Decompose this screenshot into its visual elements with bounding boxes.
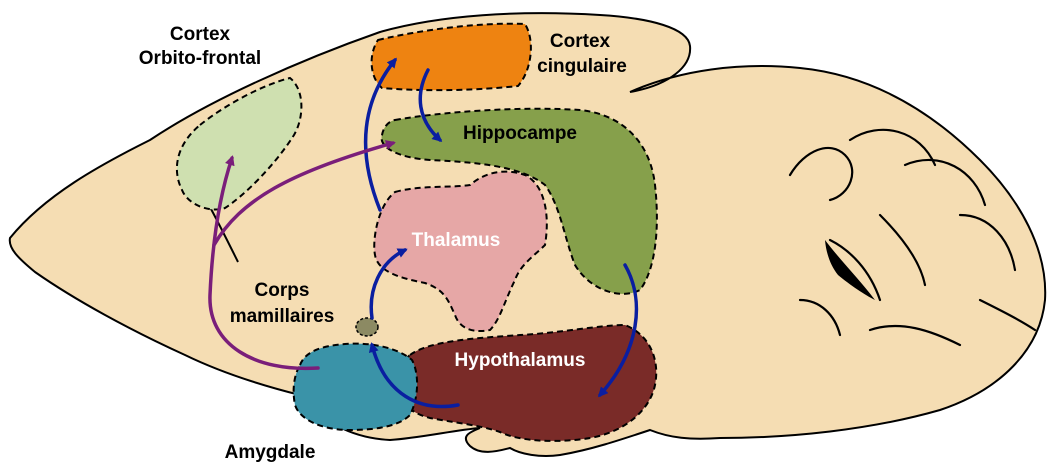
label-cortex-cingulaire-line1: Cortex xyxy=(550,31,611,52)
label-amygdale: Amygdale xyxy=(225,442,316,463)
label-corps-mamillaires-line1: Corps xyxy=(255,280,310,301)
label-thalamus: Thalamus xyxy=(412,230,501,251)
label-cortex-orbito-frontal-line1: Cortex xyxy=(170,24,231,45)
label-cortex-cingulaire-line2: cingulaire xyxy=(537,56,627,77)
label-hippocampe: Hippocampe xyxy=(463,123,577,144)
amygdala-region xyxy=(294,344,417,430)
mammillary-body-region xyxy=(356,318,378,336)
label-corps-mamillaires-line2: mamillaires xyxy=(230,306,335,327)
label-hypothalamus: Hypothalamus xyxy=(455,350,586,371)
label-cortex-orbito-frontal-line2: Orbito-frontal xyxy=(139,48,261,69)
